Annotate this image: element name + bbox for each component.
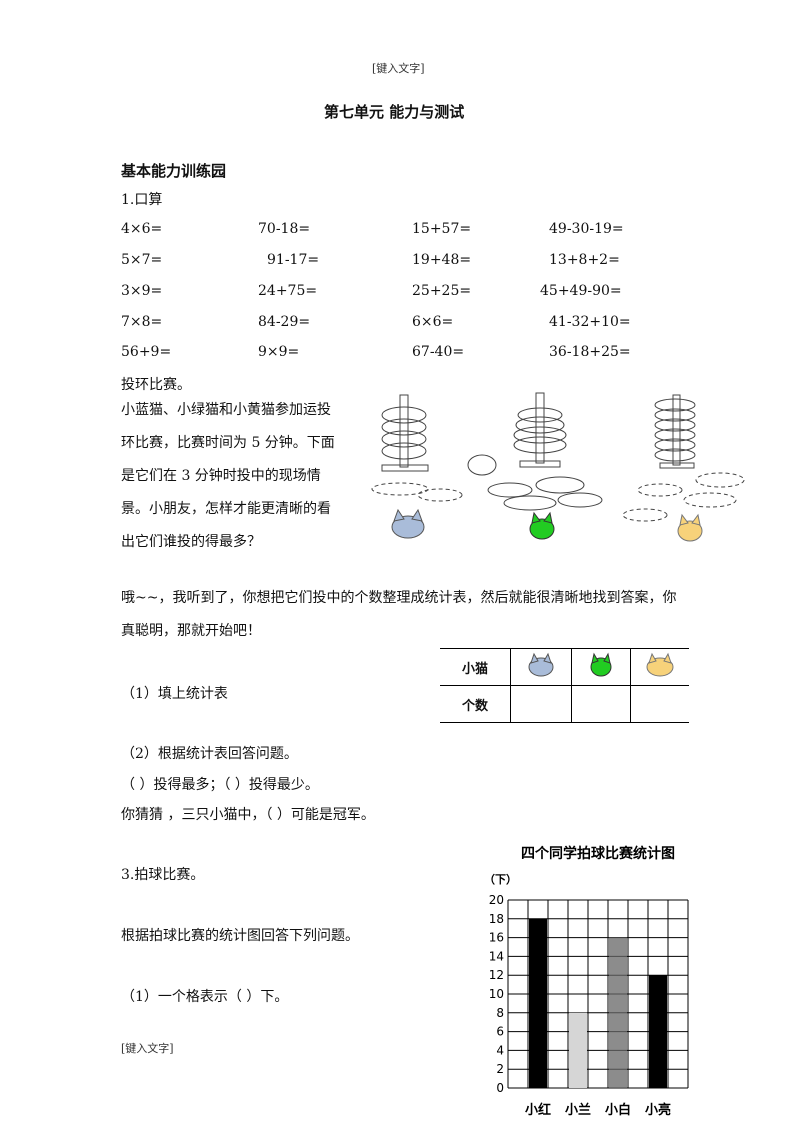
arith-item: 25+25= bbox=[412, 283, 472, 299]
green-cat-cell bbox=[571, 648, 631, 686]
y-tick-label: 0 bbox=[496, 1081, 504, 1095]
y-tick-label: 6 bbox=[496, 1025, 504, 1039]
arith-item: 9×9= bbox=[258, 344, 300, 360]
arith-item: 15+57= bbox=[412, 221, 472, 237]
count-cell[interactable] bbox=[571, 685, 631, 723]
y-tick-label: 10 bbox=[489, 987, 504, 1001]
x-tick-label: 小红 bbox=[525, 1102, 551, 1118]
blue-cat-cell bbox=[510, 648, 572, 686]
q3-title: 3.拍球比赛。 bbox=[121, 867, 205, 883]
arith-item: 91-17= bbox=[267, 252, 320, 268]
arith-item: 84-29= bbox=[258, 314, 311, 330]
section-title: 基本能力训练园 bbox=[121, 162, 227, 180]
arith-item: 45+49-90= bbox=[540, 283, 622, 299]
x-tick-label: 小兰 bbox=[565, 1102, 591, 1118]
arith-item: 56+9= bbox=[121, 344, 172, 360]
chart-title: 四个同学拍球比赛统计图 bbox=[521, 845, 675, 862]
stat-table: 小猫 个数 bbox=[440, 648, 689, 723]
ring-toss-illustration bbox=[371, 392, 745, 542]
arith-item: 7×8= bbox=[121, 314, 163, 330]
q2-para2: 哦~~，我听到了，你想把它们投中的个数整理成统计表，然后就能很清晰地找到答案，你… bbox=[121, 590, 677, 639]
yellow-cat-icon bbox=[646, 652, 674, 677]
y-tick-label: 18 bbox=[489, 912, 504, 926]
arith-item: 36-18+25= bbox=[549, 344, 631, 360]
y-tick-label: 8 bbox=[496, 1006, 504, 1020]
arith-item: 3×9= bbox=[121, 283, 163, 299]
x-tick-label: 小亮 bbox=[645, 1102, 671, 1118]
arith-item: 67-40= bbox=[412, 344, 465, 360]
yellow-cat-cell bbox=[630, 648, 689, 686]
q2-title: 投环比赛。 bbox=[121, 377, 191, 393]
y-tick-label: 16 bbox=[489, 931, 504, 945]
arith-item: 13+8+2= bbox=[549, 252, 620, 268]
arith-item: 19+48= bbox=[412, 252, 472, 268]
arith-item: 70-18= bbox=[258, 221, 311, 237]
q3-text: 根据拍球比赛的统计图回答下列问题。 bbox=[121, 928, 359, 944]
blue-cat-icon bbox=[528, 652, 554, 677]
q2-sub2: （2）根据统计表回答问题。 bbox=[121, 746, 298, 762]
green-cat-icon bbox=[590, 652, 612, 677]
page-title: 第七单元 能力与测试 bbox=[324, 103, 465, 121]
arith-item: 6×6= bbox=[412, 314, 454, 330]
y-tick-label: 2 bbox=[496, 1062, 504, 1076]
green-cat-icon bbox=[529, 511, 555, 540]
q1-label: 1.口算 bbox=[121, 192, 163, 208]
arith-item: 5×7= bbox=[121, 252, 163, 268]
q2-text: 小蓝猫、小绿猫和小黄猫参加运投环比赛，比赛时间为 5 分钟。下面是它们在 3 分… bbox=[121, 402, 335, 550]
count-cell[interactable] bbox=[510, 685, 572, 723]
x-tick-label: 小白 bbox=[605, 1102, 631, 1118]
count-cell[interactable] bbox=[630, 685, 689, 723]
q2-guess: 你猜猜 ，三只小猫中，（ ）可能是冠军。 bbox=[121, 807, 375, 823]
blue-cat-icon bbox=[391, 508, 425, 539]
bar bbox=[569, 1012, 587, 1088]
stat-row-label: 个数 bbox=[440, 685, 511, 723]
y-tick-label: 4 bbox=[496, 1043, 504, 1057]
y-tick-label: 14 bbox=[489, 949, 504, 963]
bar bbox=[529, 918, 547, 1088]
yellow-cat-icon bbox=[677, 513, 703, 542]
arith-item: 49-30-19= bbox=[549, 221, 624, 237]
stat-row-label: 小猫 bbox=[440, 648, 511, 686]
arith-item: 41-32+10= bbox=[549, 314, 631, 330]
q2-sub1: （1）填上统计表 bbox=[121, 686, 228, 702]
bar bbox=[609, 937, 627, 1088]
arith-item: 4×6= bbox=[121, 221, 163, 237]
y-axis-label: （下） bbox=[484, 873, 517, 886]
bar bbox=[649, 975, 667, 1088]
page-header: [键入文字] bbox=[372, 62, 425, 75]
q2-blank1: （ ）投得最多；（ ）投得最少。 bbox=[121, 777, 319, 793]
arith-item: 24+75= bbox=[258, 283, 318, 299]
page-footer: [键入文字] bbox=[121, 1042, 174, 1055]
y-tick-label: 12 bbox=[489, 968, 504, 982]
q3-sub1: （1）一个格表示（ ）下。 bbox=[121, 989, 289, 1005]
y-tick-label: 20 bbox=[489, 893, 504, 907]
bounce-ball-chart: 四个同学拍球比赛统计图 （下） 0 2 4 6 8 10 12 14 16 18 20 小红小兰小白小亮 bbox=[484, 845, 689, 1118]
